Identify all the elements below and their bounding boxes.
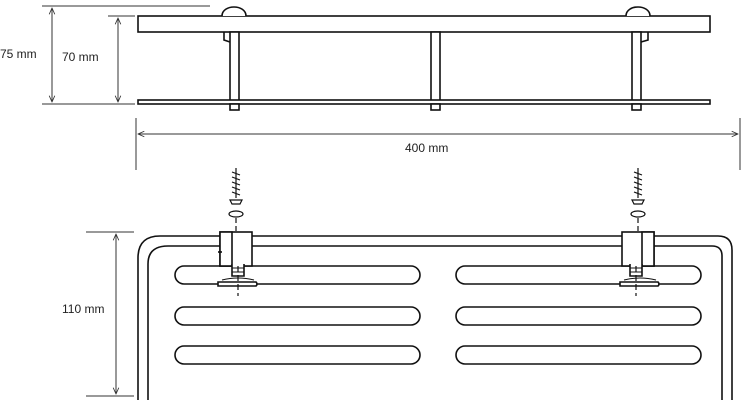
dim-shelf-height (108, 15, 135, 102)
dim-shelf-height-label: 70 mm (62, 50, 99, 64)
dim-width (135, 118, 741, 170)
side-view (137, 6, 711, 111)
bracket-left (217, 231, 258, 287)
slot-right-2 (455, 306, 702, 326)
side-top-rail (137, 15, 711, 33)
side-bottom-plate (137, 99, 711, 105)
slot-right-3 (455, 345, 702, 365)
dim-width-label: 400 mm (405, 141, 448, 155)
side-post-right (631, 31, 642, 103)
bracket-right (619, 231, 660, 287)
top-frame-inner (147, 245, 723, 400)
slot-right-1 (455, 265, 702, 285)
slot-left-3 (174, 345, 421, 365)
screw-left (228, 168, 244, 296)
slot-left-1 (174, 265, 421, 285)
dim-depth (86, 231, 134, 397)
dim-overall-height-label: 75 mm (0, 47, 37, 61)
dim-overall-height (42, 5, 210, 105)
dim-depth-label: 110 mm (62, 302, 104, 316)
side-post-left (229, 31, 240, 103)
screw-right (630, 168, 646, 296)
top-view (137, 231, 733, 400)
side-bracket-right (625, 6, 651, 17)
top-frame-outer (137, 235, 733, 400)
slot-left-2 (174, 306, 421, 326)
side-bracket-left (221, 6, 247, 17)
side-post-middle (430, 31, 441, 103)
